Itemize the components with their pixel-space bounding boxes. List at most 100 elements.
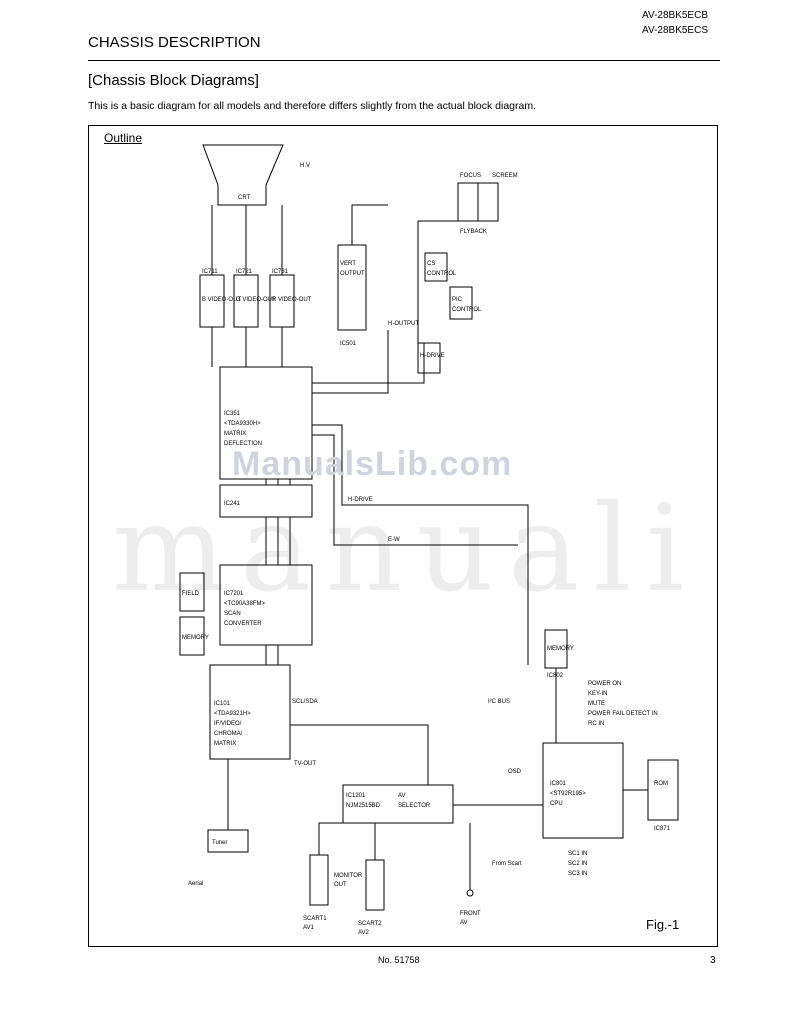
block-diagram: CRT H.V IC711 B VIDEO-OUT IC721 G VIDEO-… — [179, 144, 679, 936]
sc1-in-signal: SC1 IN — [568, 851, 587, 857]
av1-label: AV1 — [303, 925, 315, 931]
ic7202-box — [179, 616, 205, 656]
diagram-frame — [88, 125, 718, 947]
vert-output-2: OUTPUT — [340, 271, 365, 277]
figure-label: Fig.-1 — [646, 917, 680, 932]
rom-label: ROM — [654, 781, 668, 787]
front-av-label-2: AV — [460, 920, 468, 926]
vert-output-box — [337, 244, 367, 331]
ic351-part: <TDA9330H> — [224, 421, 261, 427]
monitor-out-1: MONITOR — [334, 873, 363, 879]
aerial-label: Aerial — [188, 881, 203, 887]
scan-links — [265, 517, 291, 565]
ic7201-name2: CONVERTER — [224, 621, 262, 627]
ic101-links — [265, 645, 279, 665]
ic241-label: IC241 — [224, 501, 241, 507]
ic101-name3: MATRIX — [214, 741, 236, 747]
pic-control-1: PIC — [452, 297, 463, 303]
h-drive-signal: H-DRIVE — [348, 497, 373, 503]
front-av-jack — [466, 889, 474, 897]
scart1-wire — [318, 822, 343, 855]
rc-in-signal: RC IN — [588, 721, 604, 727]
i2c-bus-signal: I²C BUS — [488, 699, 510, 705]
drive-wires — [312, 330, 425, 394]
page-subtitle: [Chassis Block Diagrams] — [88, 72, 259, 89]
scl-sda-signal: SCL/SDA — [292, 699, 318, 705]
ew-signal: E-W — [388, 537, 400, 543]
page-description: This is a basic diagram for all models a… — [88, 100, 537, 112]
crt-label: CRT — [238, 195, 251, 201]
header-rule — [88, 60, 720, 61]
ic101-label: IC101 — [214, 701, 231, 707]
ic721-name: G VIDEO-OUT — [236, 297, 276, 303]
key-in-signal: KEY-IN — [588, 691, 607, 697]
ic101-to-selector — [290, 724, 429, 785]
ic351-name1: MATRIX — [224, 431, 246, 437]
ic871-box — [647, 759, 679, 821]
ic101-box — [209, 664, 291, 760]
ic1201-label: IC1201 — [346, 793, 366, 799]
ic801-part: <ST92R195> — [550, 791, 586, 797]
pic-control-2: CONTROL — [452, 307, 482, 313]
mute-signal: MUTE — [588, 701, 605, 707]
bus-wire-2 — [312, 434, 518, 546]
ic711-label: IC711 — [202, 269, 218, 275]
ic801-label: IC801 — [550, 781, 567, 787]
vert-out-wire — [351, 204, 388, 245]
ic1201-box — [342, 784, 454, 824]
bus-wire-1 — [312, 424, 529, 665]
outline-label: Outline — [104, 131, 143, 145]
cs-control-2: CONTROL — [427, 271, 457, 277]
hv-label: H.V — [300, 163, 310, 169]
av-selector-1: AV — [398, 793, 406, 799]
ic7201-name1: SCAN — [224, 611, 241, 617]
field-memory-label-1: FIELD — [182, 591, 200, 597]
ic501-label: IC501 — [340, 341, 357, 347]
watermark-logo: ManualsLib.com — [232, 445, 513, 483]
scart2-label: SCART2 — [358, 921, 382, 927]
ic731-label: IC731 — [272, 269, 289, 275]
flyback-label: FLYBACK — [460, 229, 487, 235]
document-number: No. 51758 — [378, 955, 420, 965]
sc2-in-signal: SC2 IN — [568, 861, 587, 867]
ic7201-part: <TC90A38FM> — [224, 601, 266, 607]
ic7201-label: IC7201 — [224, 591, 244, 597]
sc3-in-signal: SC3 IN — [568, 871, 587, 877]
h-drive-box — [417, 342, 441, 374]
ic7203-box — [179, 572, 205, 612]
section-title: CHASSIS DESCRIPTION — [88, 34, 261, 51]
h-output-label: H-OUTPUT — [388, 321, 419, 327]
watermark-big: manuali — [112, 480, 699, 619]
vert-output-1: VERT — [340, 261, 356, 267]
ic351-name2: DEFLECTION — [224, 441, 262, 447]
model-number-1: AV-28BK5ECB — [642, 10, 708, 21]
ic101-name1: IF/VIDEO/ — [214, 721, 242, 727]
scart2-box — [365, 859, 385, 911]
screem-label: SCREEM — [492, 173, 518, 179]
front-av-label-1: FRONT — [460, 911, 481, 917]
ic871-label: IC871 — [654, 826, 671, 832]
model-number-2: AV-28BK5ECS — [642, 25, 708, 36]
memory-label: MEMORY — [547, 646, 574, 652]
ic711-name: B VIDEO-OUT — [202, 297, 241, 303]
from-scart-label: From Scart — [492, 861, 522, 867]
power-fail-signal: POWER FAIL DETECT IN — [588, 711, 658, 717]
ic101-part: <TDA9321H> — [214, 711, 251, 717]
ic241-links — [265, 479, 291, 485]
power-on-signal: POWER ON — [588, 681, 621, 687]
tv-out-signal: TV-OUT — [294, 761, 316, 767]
scart1-box — [309, 854, 329, 906]
tuner-label: Tuner — [212, 840, 227, 846]
cs-control-box — [424, 252, 448, 282]
av2-label: AV2 — [358, 930, 370, 936]
ic351-label: IC351 — [224, 411, 241, 417]
ic731-name: R VIDEO-OUT — [272, 297, 312, 303]
cpu-label: CPU — [550, 801, 563, 807]
ic101-name2: CHROMA/ — [214, 731, 243, 737]
cs-control-1: CS — [427, 261, 435, 267]
page-number: 3 — [710, 955, 716, 966]
h-drive-label: H-DRIVE — [420, 353, 445, 359]
av-selector-2: SELECTOR — [398, 803, 431, 809]
field-memory-label-2: MEMORY — [182, 635, 209, 641]
pic-control-box — [449, 286, 473, 320]
